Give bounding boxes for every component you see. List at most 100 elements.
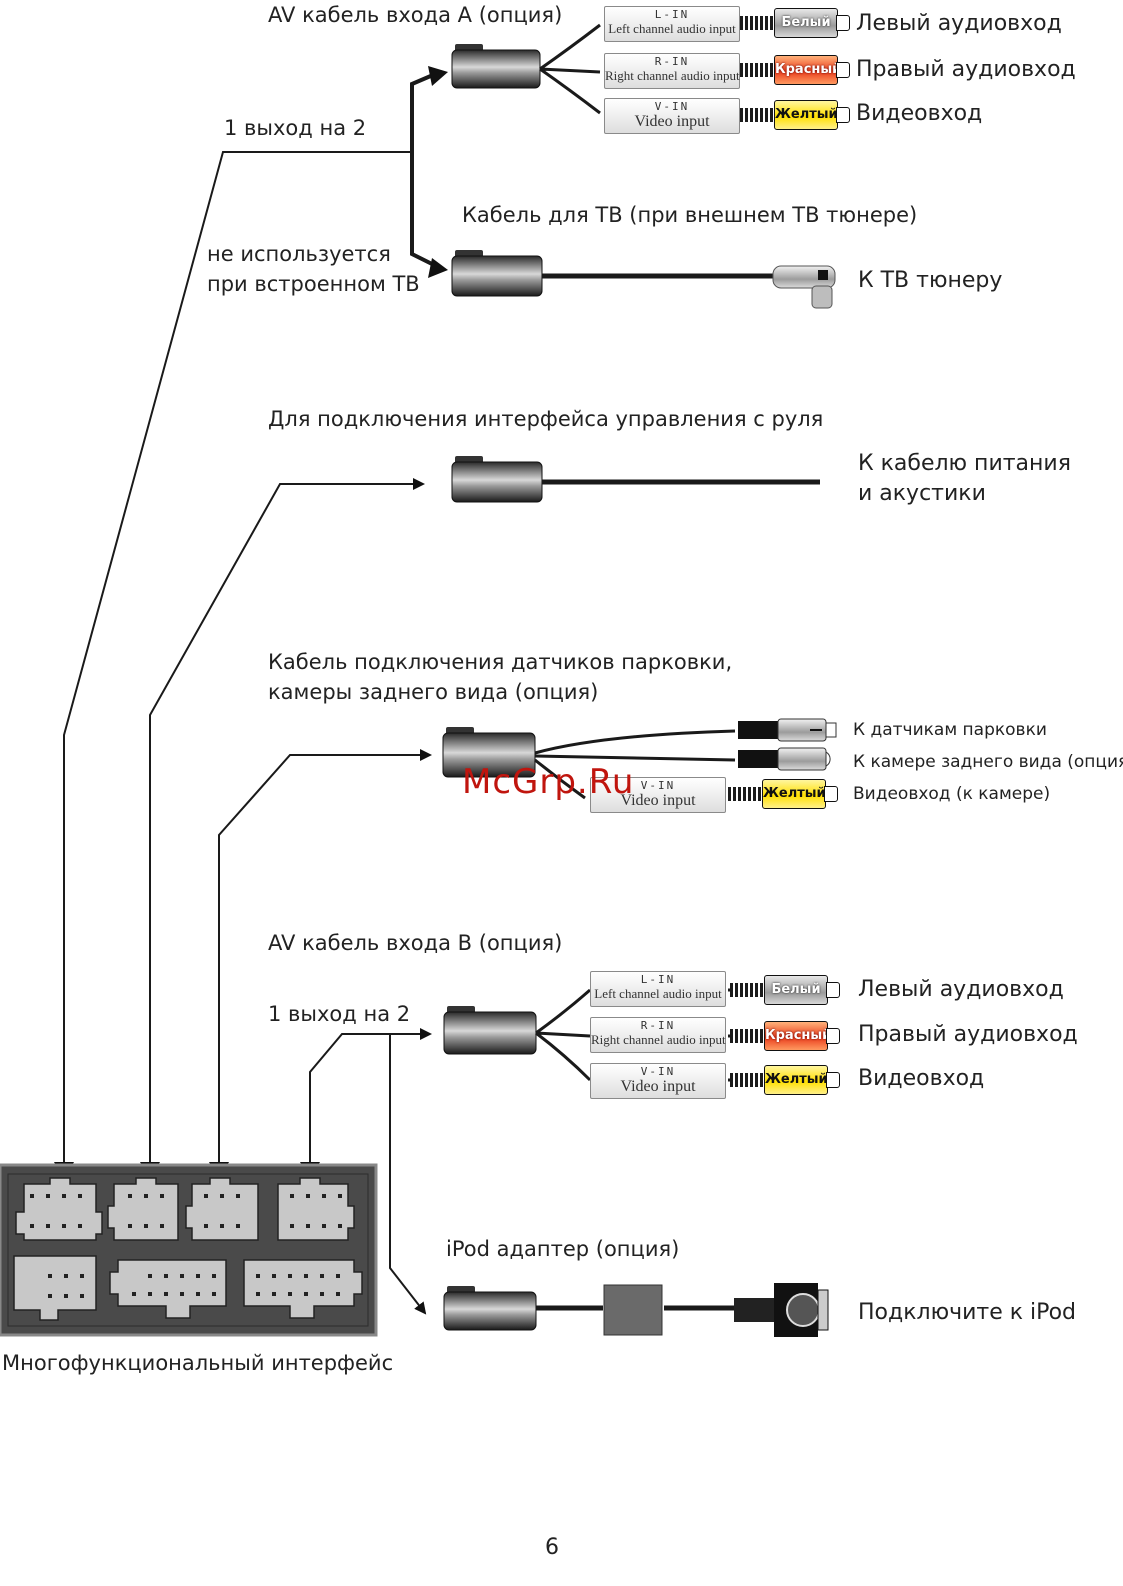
connector-pin <box>204 1194 208 1198</box>
connector-pin <box>304 1274 308 1278</box>
connector-pin <box>30 1194 34 1198</box>
connector-pin <box>128 1224 132 1228</box>
connector-pin <box>64 1274 68 1278</box>
connector-pin <box>80 1294 84 1298</box>
camera-plug-icon <box>738 718 837 742</box>
plug-color-label: Красный <box>764 1021 831 1051</box>
plug-color-label: Желтый <box>764 1065 828 1095</box>
plug-color-label: Желтый <box>774 100 838 130</box>
connector-pin <box>272 1292 276 1296</box>
connector-pin <box>196 1292 200 1296</box>
connector-pin <box>46 1194 50 1198</box>
av-b-title: AV кабель входа B (опция) <box>268 931 563 955</box>
connector-pin <box>48 1274 52 1278</box>
tag-desc: Right channel audio input <box>605 68 740 83</box>
plug-color-label: Белый <box>774 8 838 38</box>
connector-pin <box>64 1294 68 1298</box>
connector-pin <box>320 1274 324 1278</box>
multifunction-interface-icon <box>0 1163 378 1337</box>
connector-pin <box>320 1292 324 1296</box>
plug-color-label: Белый <box>764 975 828 1005</box>
tag-v-in: V-IN Video input <box>604 98 740 134</box>
parking-title: Кабель подключения датчиков парковки, ка… <box>268 650 733 704</box>
tag-desc: Left channel audio input <box>608 21 736 36</box>
connector-pin <box>306 1224 310 1228</box>
tv-title: Кабель для ТВ (при внешнем ТВ тюнере) <box>462 203 918 227</box>
tag-v-in: V-IN Video input <box>590 777 726 813</box>
av-a-video-label: Видеовход <box>856 101 983 126</box>
tag-code: R-IN <box>654 55 690 68</box>
av-b-video-label: Видеовход <box>858 1066 985 1091</box>
connector-pin <box>62 1194 66 1198</box>
connector-pin <box>322 1224 326 1228</box>
connector-pin <box>48 1294 52 1298</box>
av-a-right-label: Правый аудиовход <box>856 57 1076 82</box>
tag-code: L-IN <box>640 973 676 986</box>
arrow-icon <box>428 66 448 86</box>
connector-pin <box>288 1292 292 1296</box>
harness-plug-icon <box>451 250 543 297</box>
connector-pin <box>78 1224 82 1228</box>
connector-pin <box>164 1274 168 1278</box>
connector-pin <box>212 1292 216 1296</box>
rca-plug-icon: Красный <box>740 55 850 85</box>
connector-pin <box>164 1292 168 1296</box>
tv-note: не используется при встроенном ТВ <box>207 242 420 296</box>
av-a-title: AV кабель входа A (опция) <box>268 3 563 27</box>
ipod-title: iPod адаптер (опция) <box>446 1237 680 1261</box>
interface-label: Многофункциональный интерфейс <box>2 1351 394 1375</box>
av-b-fan-out <box>535 988 592 1082</box>
connector-pin <box>272 1274 276 1278</box>
connector-pin <box>256 1292 260 1296</box>
connector-pin <box>256 1274 260 1278</box>
connector-pin <box>196 1274 200 1278</box>
connector-pin <box>144 1194 148 1198</box>
tag-desc: Video input <box>620 792 696 809</box>
connector-pin <box>306 1194 310 1198</box>
tag-desc: Video input <box>620 1078 696 1095</box>
camera-plug-icon <box>738 747 831 771</box>
av-a-split-label: 1 выход на 2 <box>224 116 367 140</box>
tag-desc: Video input <box>634 113 710 130</box>
connector-pin <box>78 1194 82 1198</box>
tag-code: L-IN <box>654 8 690 21</box>
tv-target: К ТВ тюнеру <box>858 268 1003 293</box>
av-a-left-label: Левый аудиовход <box>856 11 1062 36</box>
connector-pin <box>290 1224 294 1228</box>
harness-plug-icon <box>443 1006 537 1055</box>
av-b-split-label: 1 выход на 2 <box>268 1002 411 1026</box>
connector-pin <box>290 1194 294 1198</box>
connector-pin <box>204 1224 208 1228</box>
tag-l-in: L-IN Left channel audio input <box>604 6 740 42</box>
parking-fan-out <box>534 729 736 800</box>
connector-pin <box>148 1292 152 1296</box>
parking-target-sensors: К датчикам парковки <box>853 720 1047 740</box>
rca-plug-icon: Белый <box>740 8 850 38</box>
connector-pin <box>160 1224 164 1228</box>
tag-code: V-IN <box>640 779 676 792</box>
harness-plug-icon <box>442 727 536 778</box>
plug-color-label: Красный <box>774 55 841 85</box>
connector-pin <box>30 1224 34 1228</box>
arrow-icon <box>428 258 448 278</box>
connector-pin <box>62 1224 66 1228</box>
harness-plug-icon <box>443 1286 537 1331</box>
connector-pin <box>338 1194 342 1198</box>
connector-pin <box>236 1224 240 1228</box>
steering-target: К кабелю питания и акустики <box>858 451 1071 506</box>
ipod-dock-icon <box>603 1283 829 1337</box>
connector-pin <box>336 1292 340 1296</box>
tag-r-in: R-IN Right channel audio input <box>590 1017 726 1053</box>
connector-pin <box>220 1224 224 1228</box>
connector-pin <box>288 1274 292 1278</box>
av-a-fan-out <box>539 23 601 115</box>
tag-desc: Right channel audio input <box>591 1032 726 1047</box>
connector-pin <box>80 1274 84 1278</box>
harness-leads <box>63 151 432 1315</box>
connector-pin <box>144 1224 148 1228</box>
connector-pin <box>220 1194 224 1198</box>
connector-pin <box>336 1274 340 1278</box>
av-b-left-label: Левый аудиовход <box>858 977 1064 1002</box>
tag-r-in: R-IN Right channel audio input <box>604 53 740 89</box>
